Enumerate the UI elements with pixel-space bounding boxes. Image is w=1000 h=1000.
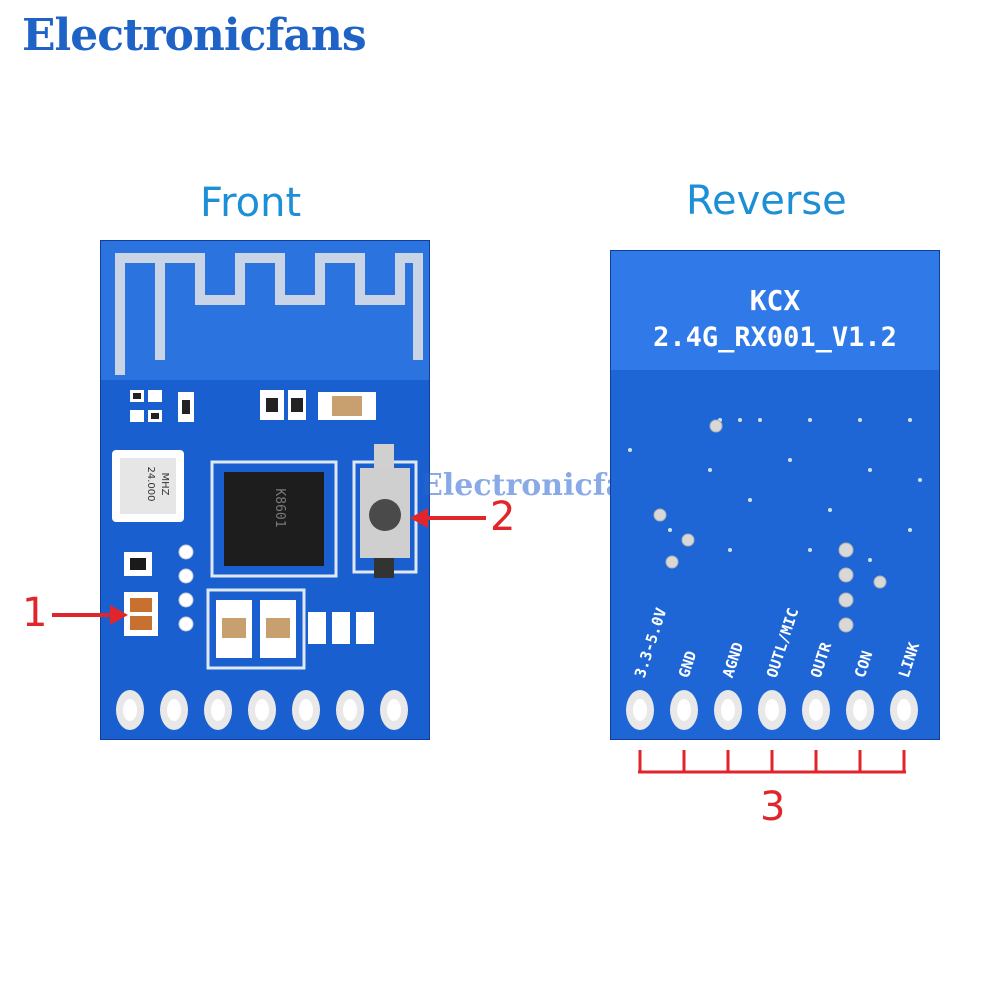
crystal: 24.000 MHZ [112,450,184,522]
front-board-art: 24.000 MHZ K8601 [99,239,431,741]
marker-2-label: 2 [490,494,516,540]
front-board: 24.000 MHZ K8601 [99,239,431,741]
crystal-label-1: 24.000 [145,467,156,502]
reverse-board: KCX 2.4G_RX001_V1.2 3.3-5.0V GND AGND OU… [610,250,940,740]
main-chip [224,472,324,566]
crystal-label-2: MHZ [159,473,170,496]
brand-logo: Electronicfans [22,10,367,61]
front-pads [116,690,408,730]
antenna-trace [115,253,423,375]
led [124,592,158,636]
reverse-board-art [610,250,940,740]
reverse-title: Reverse [686,178,847,224]
marker-1-label: 1 [22,590,48,636]
marker-2-arrow [410,508,486,528]
marker-1-arrow [52,605,128,625]
reverse-pads [626,690,918,730]
model-line-1: KCX [749,284,801,317]
front-title: Front [200,180,302,226]
marker-3-bracket [638,750,906,774]
chip-marking: K8601 [272,488,287,527]
marker-3-label: 3 [760,784,786,830]
model-line-2: 2.4G_RX001_V1.2 [653,322,897,353]
push-button [352,444,418,578]
